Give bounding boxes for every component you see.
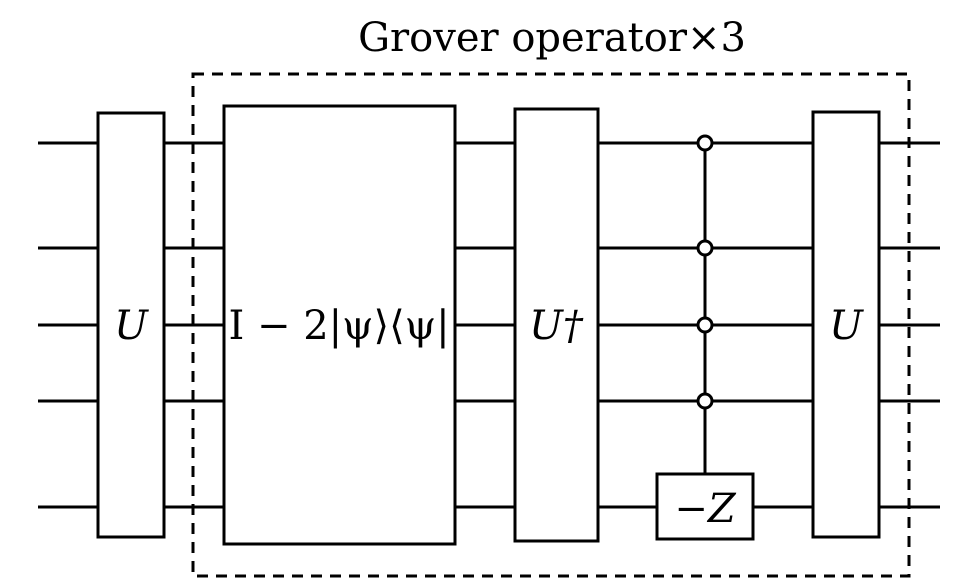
controlled-minus-z-gate: −Z — [655, 134, 755, 541]
grover-operator-caption: Grover operator×3 — [358, 15, 746, 61]
reflection-gate: I − 2|ψ⟩⟨ψ| — [222, 104, 457, 546]
control-dot-4 — [696, 392, 714, 410]
control-dot-2 — [696, 239, 714, 257]
grover-operator-boundary — [191, 72, 911, 578]
control-dot-1 — [696, 134, 714, 152]
u-gate-final-label: U — [829, 303, 864, 349]
u-gate-initial: U — [96, 111, 166, 539]
u-dagger-gate-label: U† — [529, 303, 584, 349]
u-dagger-gate: U† — [513, 107, 600, 543]
u-gate-initial-label: U — [114, 303, 149, 349]
qubit-wires — [38, 141, 940, 509]
minus-z-box — [655, 472, 755, 541]
reflection-gate-label: I − 2|ψ⟩⟨ψ| — [228, 303, 449, 349]
u-gate-final: U — [811, 110, 881, 539]
control-dot-3 — [696, 316, 714, 334]
minus-z-label: −Z — [674, 486, 737, 532]
